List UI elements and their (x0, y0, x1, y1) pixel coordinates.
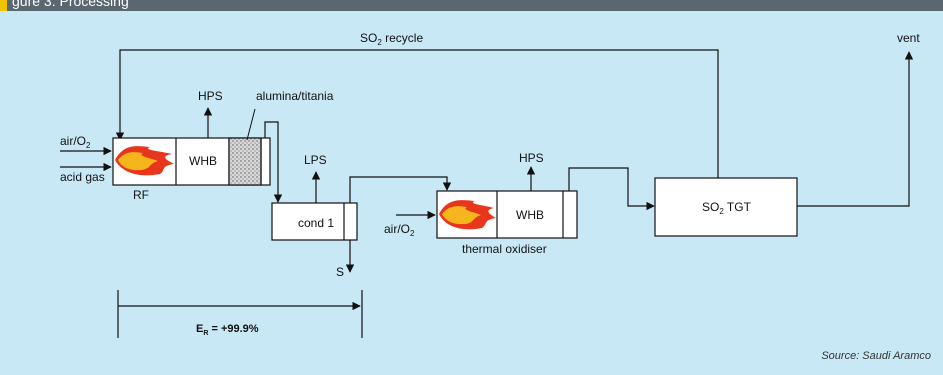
lps-label: LPS (304, 153, 327, 167)
hps-2-label: HPS (519, 151, 544, 165)
flame-icon-rf (115, 146, 174, 176)
vent-line (797, 51, 914, 207)
vent-label: vent (897, 31, 920, 45)
figure-header-bar: gure 3: Processing (0, 0, 943, 11)
so2-tgt-label: SO2 TGT (702, 200, 752, 216)
air-o2-oxidiser-label: air/O2 (384, 222, 415, 238)
alumina-titania-label: alumina/titania (256, 89, 334, 103)
rf-to-cond1-line (264, 121, 283, 203)
er-label: ER = +99.9% (196, 323, 259, 337)
so2-recycle-label: SO2 recycle (360, 31, 423, 47)
source-credit: Source: Saudi Aramco (821, 350, 931, 362)
rf-label: RF (133, 188, 149, 202)
alumina-titania-pointer (246, 108, 256, 141)
figure-title: gure 3: Processing (12, 0, 129, 9)
so2-recycle-line (115, 49, 719, 178)
air-o2-inlet-label: air/O2 (60, 134, 91, 150)
cond1-to-oxidiser-line (349, 176, 452, 203)
header-accent (0, 0, 7, 11)
whb-label-1: WHB (189, 154, 217, 168)
condenser-1: cond 1 (271, 202, 358, 241)
so2-tgt-unit: SO2 TGT (654, 177, 798, 237)
cond-1-label: cond 1 (298, 216, 334, 230)
thermal-oxidiser-unit: WHB (436, 190, 578, 239)
flame-icon-oxidiser (439, 200, 496, 230)
acid-gas-label: acid gas (60, 170, 105, 184)
thermal-oxidiser-label: thermal oxidiser (462, 242, 547, 256)
sulfur-label: S (336, 265, 344, 279)
oxidiser-to-tgt-line (568, 167, 655, 211)
alumina-titania-bed (228, 137, 262, 186)
reaction-furnace: WHB (112, 137, 271, 186)
whb-label-2: WHB (516, 208, 544, 222)
hps-1-label: HPS (198, 89, 223, 103)
